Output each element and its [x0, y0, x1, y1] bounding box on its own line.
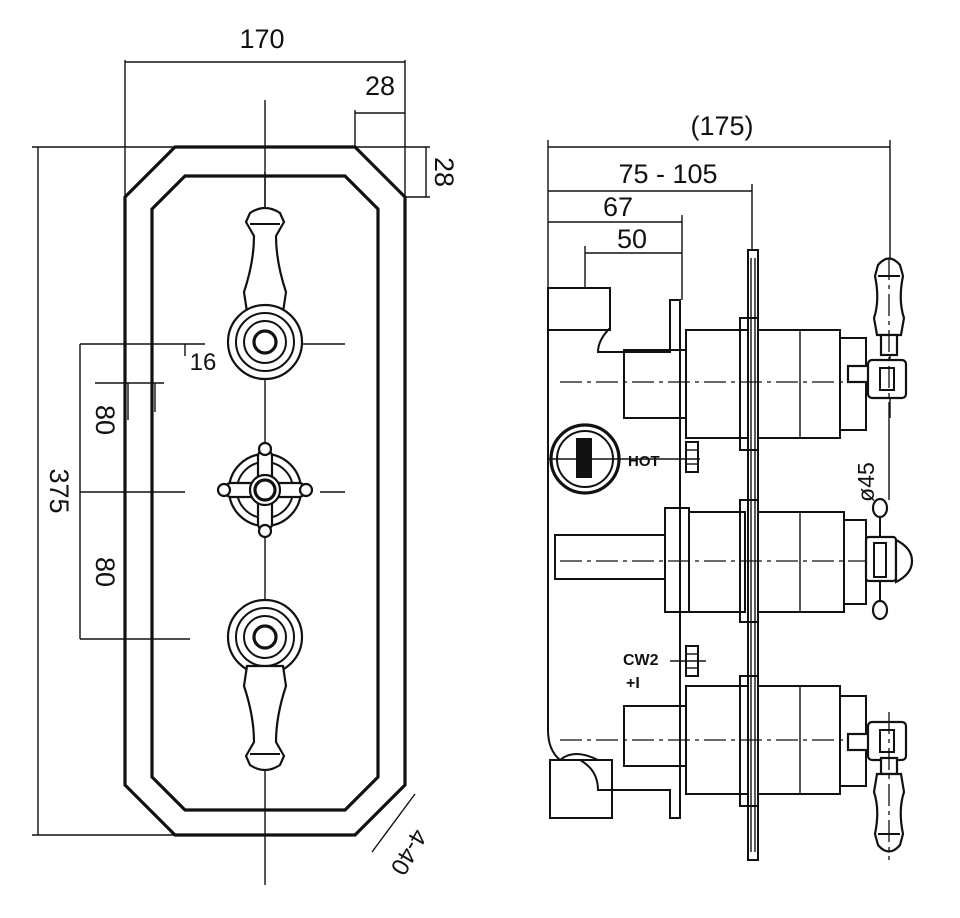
lower-cartridge [560, 675, 900, 807]
dim-4-40-line-a [354, 799, 391, 836]
label-plus-i: +I [626, 675, 640, 692]
dim-spacing-80-lower: 80 [90, 557, 120, 587]
front-view: 170 28 28 375 80 80 16 4-40 [32, 24, 459, 885]
upper-cartridge [560, 317, 900, 451]
cw2-port [670, 645, 706, 677]
bottom-lever-handle [226, 598, 304, 772]
middle-cartridge [554, 499, 900, 623]
side-middle-handle: ø45 [853, 420, 914, 621]
side-upper-lever [846, 257, 908, 420]
dim-offset-16: 16 [190, 349, 217, 376]
top-inlet-block [547, 287, 611, 331]
side-wall-plate [747, 249, 759, 861]
dim-4-40-line-b [371, 793, 416, 853]
dim-chamfer-28-vertical: 28 [429, 157, 459, 187]
dim-fixing-4-40: 4-40 [385, 824, 432, 879]
dim-height-375: 375 [44, 468, 74, 513]
dim-chamfer-28-horizontal: 28 [365, 71, 395, 101]
dim-spacing-80-upper: 80 [90, 405, 120, 435]
label-cw2: CW2 [623, 652, 659, 669]
dim-overall-175: (175) [690, 111, 753, 141]
cross-handle [216, 441, 314, 539]
dim-width-170: 170 [239, 24, 284, 54]
label-hot: HOT [628, 453, 660, 470]
side-view: (175) 75 - 105 67 50 HOT [547, 111, 914, 861]
side-lower-lever [846, 712, 908, 860]
dim-range-75-105: 75 - 105 [618, 159, 717, 189]
dim-67: 67 [603, 192, 633, 222]
top-lever-handle [226, 206, 304, 381]
bottom-inlet-curve [559, 753, 599, 761]
bottom-inlet-block [549, 759, 613, 819]
dim-50: 50 [617, 224, 647, 254]
hot-port [548, 423, 700, 495]
dim-diameter-45: ø45 [853, 462, 879, 502]
front-plate-inner [150, 174, 380, 812]
valve-body [547, 287, 681, 819]
